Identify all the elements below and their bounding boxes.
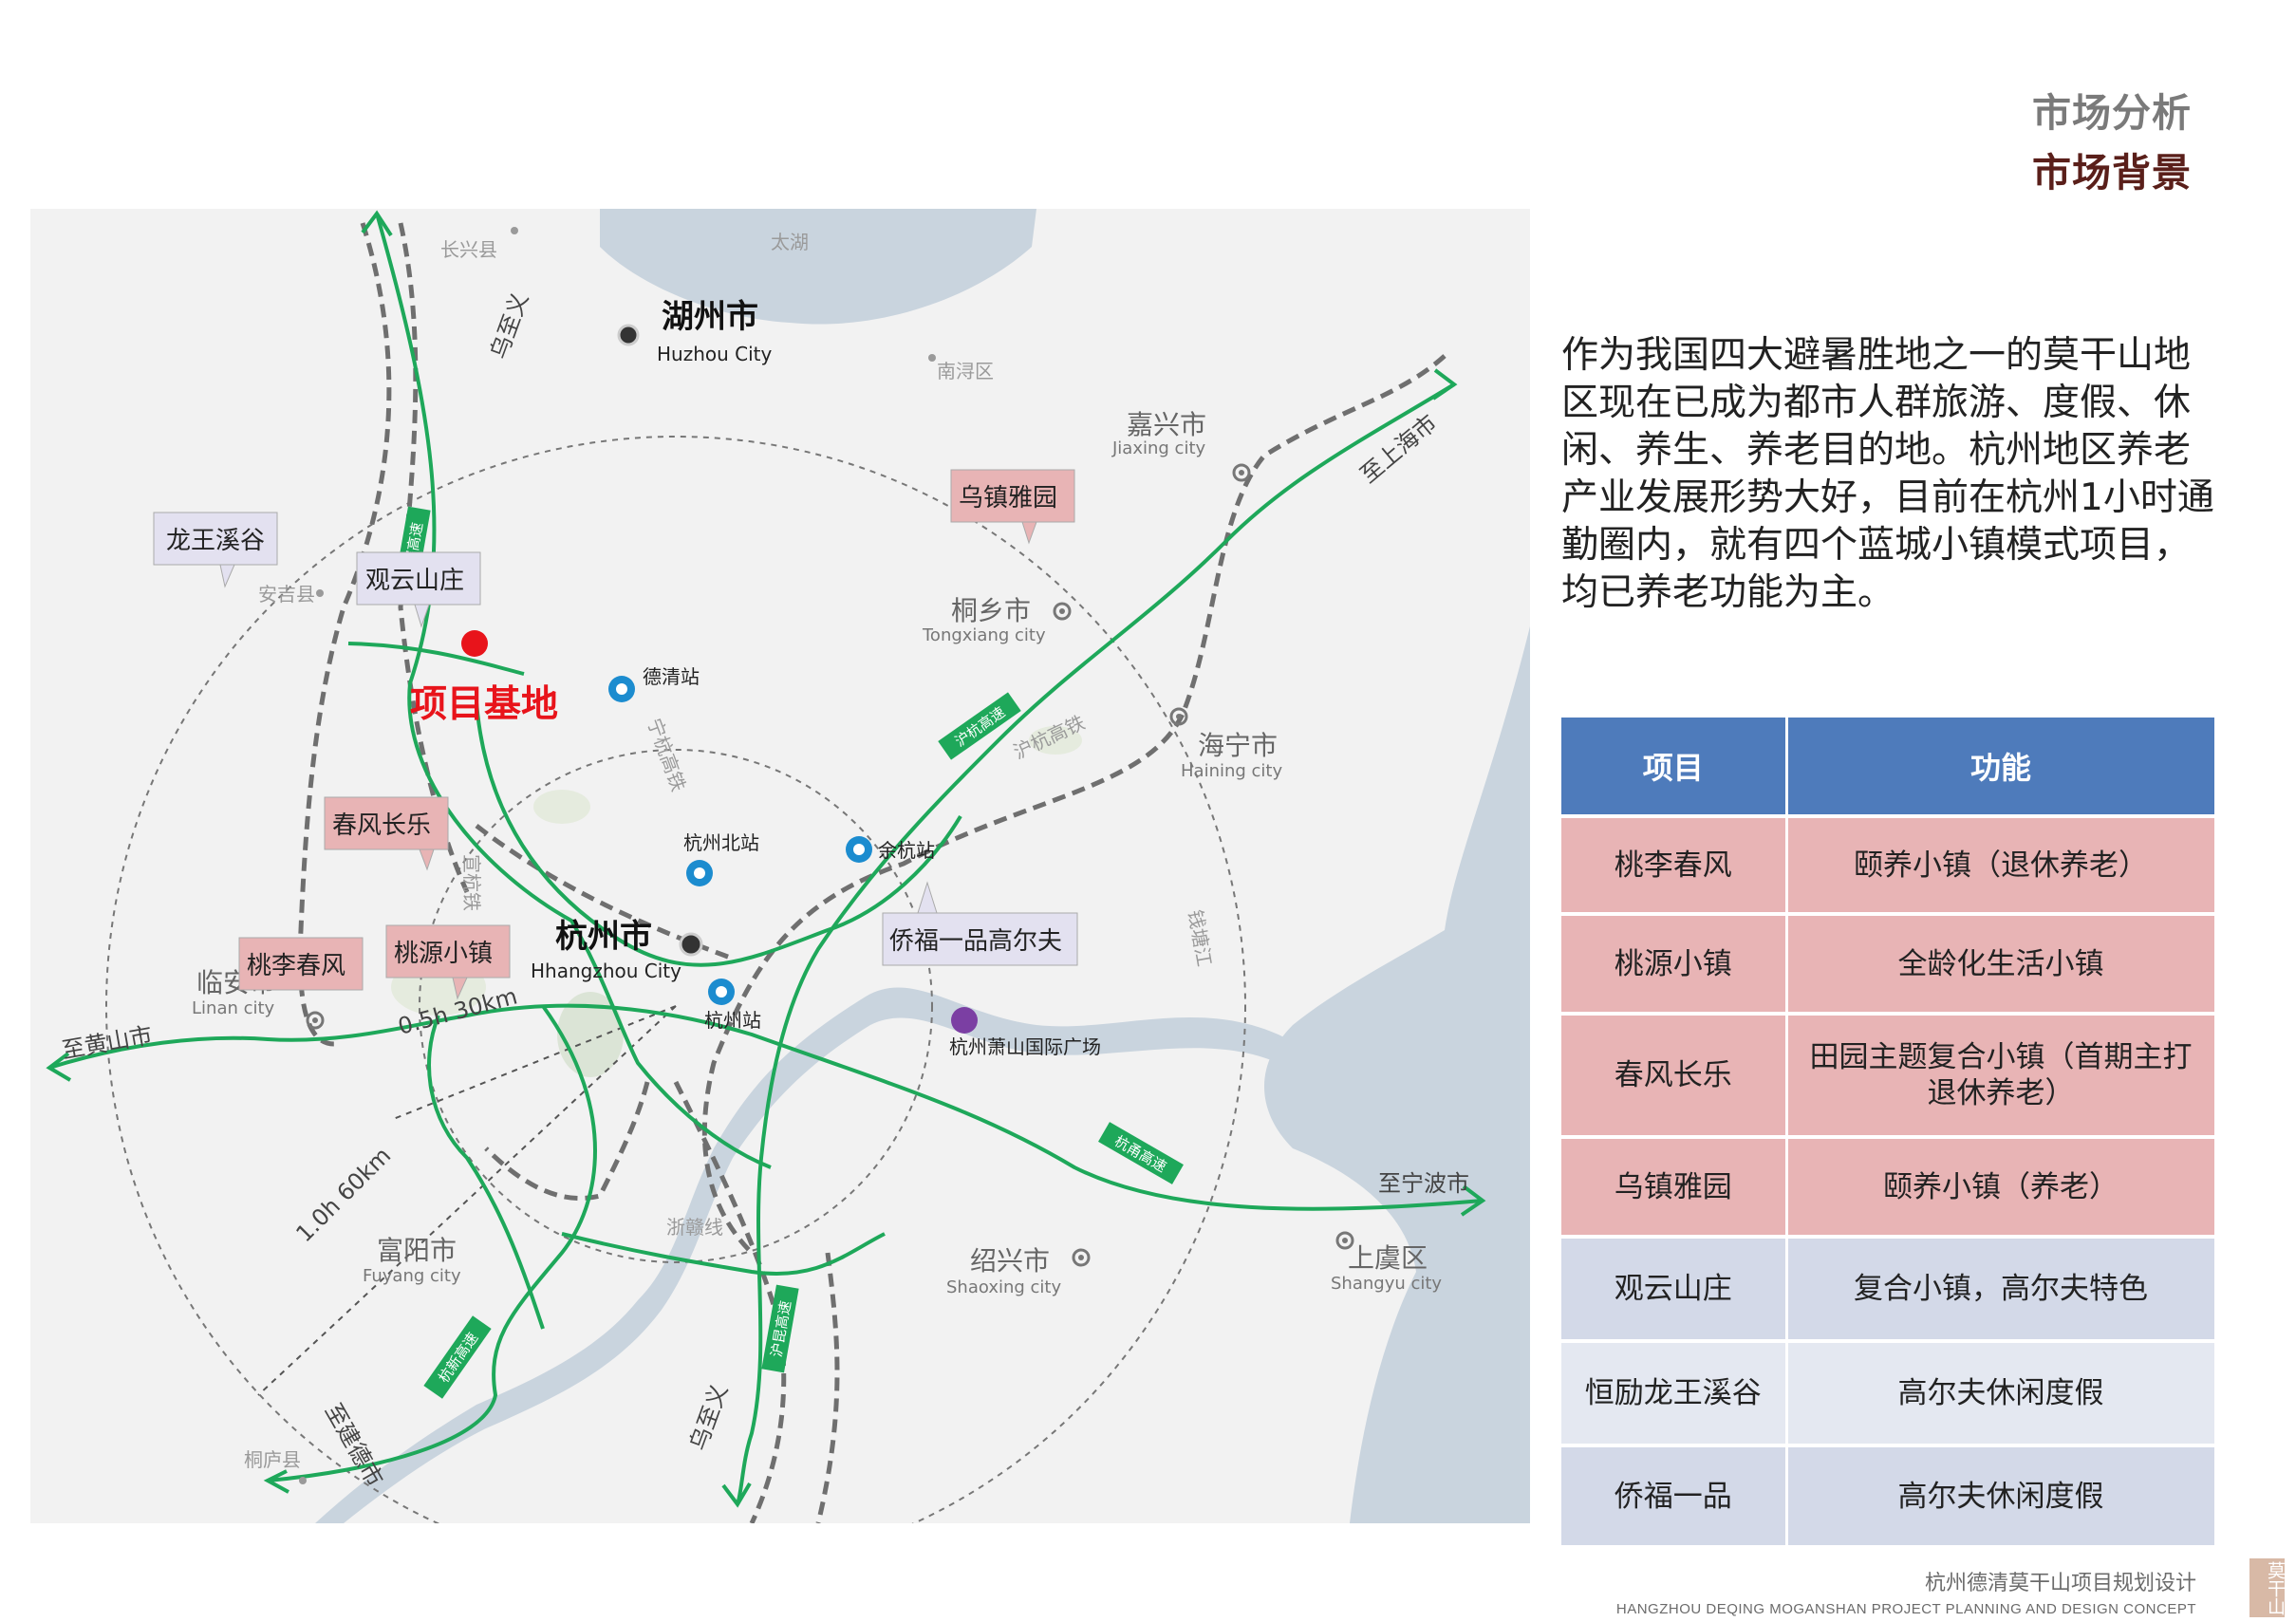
project-name: 桃李春风	[1561, 814, 1788, 914]
inner-ring	[419, 749, 933, 1263]
intro-paragraph: 作为我国四大避暑胜地之一的莫干山地区现在已成为都市人群旅游、度假、休闲、养生、养…	[1561, 334, 2214, 614]
huzhou-cn: 湖州市	[662, 298, 758, 336]
huzhou-marker	[617, 324, 640, 346]
linan-en: Linan city	[192, 998, 275, 1018]
svg-text:桃李春风: 桃李春风	[247, 952, 345, 980]
project-name: 恒励龙王溪谷	[1561, 1339, 1788, 1445]
shangyu-en: Shangyu city	[1331, 1274, 1442, 1294]
table-row: 桃源小镇 全龄化生活小镇	[1561, 912, 2217, 1014]
table-row: 桃李春风 颐养小镇（退休养老）	[1561, 814, 2217, 914]
outer-ring	[105, 436, 1246, 1523]
to-ningbo-label: 至宁波市	[1378, 1170, 1469, 1197]
project-name: 乌镇雅园	[1561, 1135, 1788, 1237]
callout-taoli: 桃李春风	[238, 937, 364, 991]
callout-taoyuan: 桃源小镇	[385, 924, 511, 1000]
shaoxing-en: Shaoxing city	[946, 1277, 1061, 1297]
zhegan-rail-label: 浙赣线	[666, 1216, 723, 1239]
anji-label: 安吉县	[258, 583, 315, 606]
hangzhou-cn: 杭州市	[555, 918, 652, 956]
hangzhou-bay	[1264, 626, 1530, 1523]
tongxiang-en: Tongxiang city	[922, 625, 1046, 645]
svg-text:观云山庄: 观云山庄	[365, 567, 464, 595]
project-name: 侨福一品	[1561, 1444, 1788, 1545]
haining-cn: 海宁市	[1198, 730, 1278, 761]
table-header-function: 功能	[1786, 718, 2217, 816]
table-header-project: 项目	[1561, 718, 1788, 816]
fuyang-en: Fuyang city	[363, 1266, 461, 1286]
jiaxing-cn: 嘉兴市	[1127, 409, 1206, 440]
project-table: 项目 功能 桃李春风 颐养小镇（退休养老） 桃源小镇 全龄化生活小镇 春风长乐 …	[1561, 718, 2217, 1545]
svg-text:桃源小镇: 桃源小镇	[394, 940, 493, 968]
tongxiang-cn: 桐乡市	[951, 595, 1031, 626]
shangyu-cn: 上虞区	[1348, 1242, 1428, 1274]
svg-text:春风长乐: 春风长乐	[332, 811, 431, 840]
project-function: 高尔夫休闲度假	[1786, 1444, 2217, 1545]
xuanhang-rail-label: 宣杭铁	[460, 854, 483, 911]
project-name: 桃源小镇	[1561, 912, 1788, 1014]
subsection-title: 市场背景	[2032, 150, 2192, 196]
taihu-label: 太湖	[771, 231, 809, 253]
project-function: 田园主题复合小镇（首期主打退休养老）	[1786, 1012, 2217, 1137]
table-row: 春风长乐 田园主题复合小镇（首期主打退休养老）	[1561, 1012, 2217, 1137]
taihu-lake	[600, 209, 1036, 325]
table-row: 观云山庄 复合小镇，高尔夫特色	[1561, 1235, 2217, 1341]
svg-text:侨福一品高尔夫: 侨福一品高尔夫	[889, 927, 1062, 956]
huzhou-en: Huzhou City	[657, 343, 773, 365]
hangzhou-marker	[679, 932, 703, 957]
project-function: 高尔夫休闲度假	[1786, 1339, 2217, 1445]
project-site-label: 项目基地	[410, 683, 558, 726]
highways	[48, 213, 1484, 1505]
callout-guanyun: 观云山庄	[356, 551, 481, 628]
callout-wuzhen: 乌镇雅园	[950, 469, 1075, 545]
qiantang-river	[315, 987, 1312, 1523]
location-map: 长深高速 沪杭高速 杭甬高速 沪昆高速 杭新高速 浙赣线 沪杭高铁 宁杭高铁 宣…	[30, 209, 1530, 1523]
haining-en: Haining city	[1181, 761, 1282, 781]
fuyang-cn: 富阳市	[377, 1235, 457, 1266]
airport-label: 杭州萧山国际广场	[949, 1035, 1101, 1058]
table-row: 恒励龙王溪谷 高尔夫休闲度假	[1561, 1339, 2217, 1445]
changxing-label: 长兴县	[440, 238, 497, 261]
project-name: 春风长乐	[1561, 1012, 1788, 1137]
table-row: 乌镇雅园 颐养小镇（养老）	[1561, 1135, 2217, 1237]
yuhang-station-label: 余杭站	[878, 839, 935, 862]
callout-chunfeng: 春风长乐	[324, 796, 449, 871]
airport-icon	[951, 1007, 978, 1034]
project-site-marker	[461, 630, 488, 657]
footer-title-en: HANGZHOU DEQING MOGANSHAN PROJECT PLANNI…	[1615, 1601, 2196, 1617]
hangzhou-north-station-label: 杭州北站	[683, 831, 759, 854]
tonglu-label: 桐庐县	[244, 1448, 301, 1471]
hangzhou-station-label: 杭州站	[704, 1009, 761, 1032]
project-function: 颐养小镇（养老）	[1786, 1135, 2217, 1237]
table-row: 侨福一品 高尔夫休闲度假	[1561, 1444, 2217, 1545]
svg-text:乌镇雅园: 乌镇雅园	[959, 484, 1057, 513]
shaoxing-cn: 绍兴市	[970, 1245, 1050, 1277]
project-function: 颐养小镇（退休养老）	[1786, 814, 2217, 914]
footer-title-cn: 杭州德清莫干山项目规划设计	[1924, 1572, 2196, 1595]
project-function: 全龄化生活小镇	[1786, 912, 2217, 1014]
hangzhou-en: Hhangzhou City	[531, 960, 681, 982]
jiaxing-en: Jiaxing city	[1111, 438, 1206, 458]
nanxun-label: 南浔区	[937, 360, 994, 382]
section-title: 市场分析	[2032, 90, 2192, 136]
project-function: 复合小镇，高尔夫特色	[1786, 1235, 2217, 1341]
moganshan-seal-logo: 莫干山	[2249, 1558, 2286, 1617]
project-name: 观云山庄	[1561, 1235, 1788, 1341]
callout-longwang: 龙王溪谷	[153, 512, 278, 588]
svg-text:龙王溪谷: 龙王溪谷	[166, 527, 265, 555]
callout-qiaofu: 侨福一品高尔夫	[882, 881, 1078, 966]
deqing-station-label: 德清站	[643, 665, 700, 688]
